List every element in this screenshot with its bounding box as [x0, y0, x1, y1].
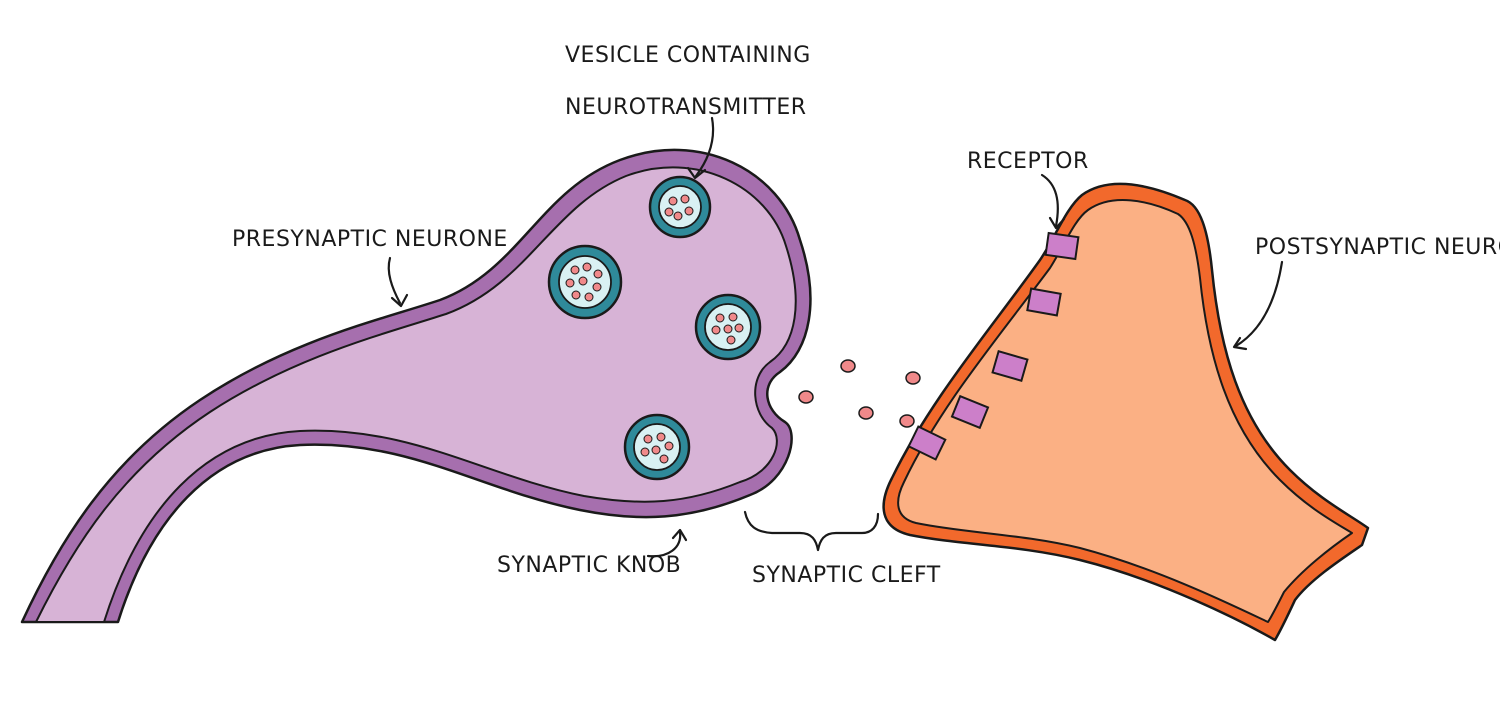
receptor-label: RECEPTOR [967, 149, 1089, 174]
neurotransmitter-molecule [905, 371, 921, 385]
presynaptic-neurone-label: PRESYNAPTIC NEURONE [232, 227, 508, 252]
vesicle-label-line2: NEUROTRANSMITTER [565, 95, 807, 120]
vesicle-pointer-arrow [686, 116, 715, 180]
receptor [950, 394, 990, 430]
neurotransmitter-molecule [840, 359, 856, 373]
postsynaptic-cytoplasm [897, 199, 1353, 623]
receptor [1026, 287, 1062, 317]
neurotransmitter-molecule [858, 406, 874, 420]
vesicle-label-line1: VESICLE CONTAINING [565, 43, 811, 68]
postsynaptic-pointer-arrow [1232, 260, 1284, 351]
neurotransmitter-molecule [798, 390, 814, 404]
vesicle [694, 293, 762, 361]
receptor [991, 350, 1029, 382]
vesicle [648, 175, 712, 239]
neurotransmitter-molecule [899, 414, 915, 428]
receptor [1044, 231, 1080, 261]
synaptic-knob-label: SYNAPTIC KNOB [497, 553, 681, 578]
receptor [907, 425, 947, 461]
vesicle [623, 413, 691, 481]
vesicle [547, 244, 623, 320]
postsynaptic-neurone-label: POSTSYNAPTIC NEURONE [1255, 235, 1500, 260]
synaptic-cleft-brace [743, 510, 880, 552]
receptor-pointer-arrow [1040, 173, 1066, 230]
synaptic-cleft-label: SYNAPTIC CLEFT [752, 563, 941, 588]
presynaptic-pointer-arrow [387, 256, 409, 308]
neurotransmitter-molecules [798, 359, 921, 428]
synaptic-knob-pointer-arrow [646, 528, 688, 558]
